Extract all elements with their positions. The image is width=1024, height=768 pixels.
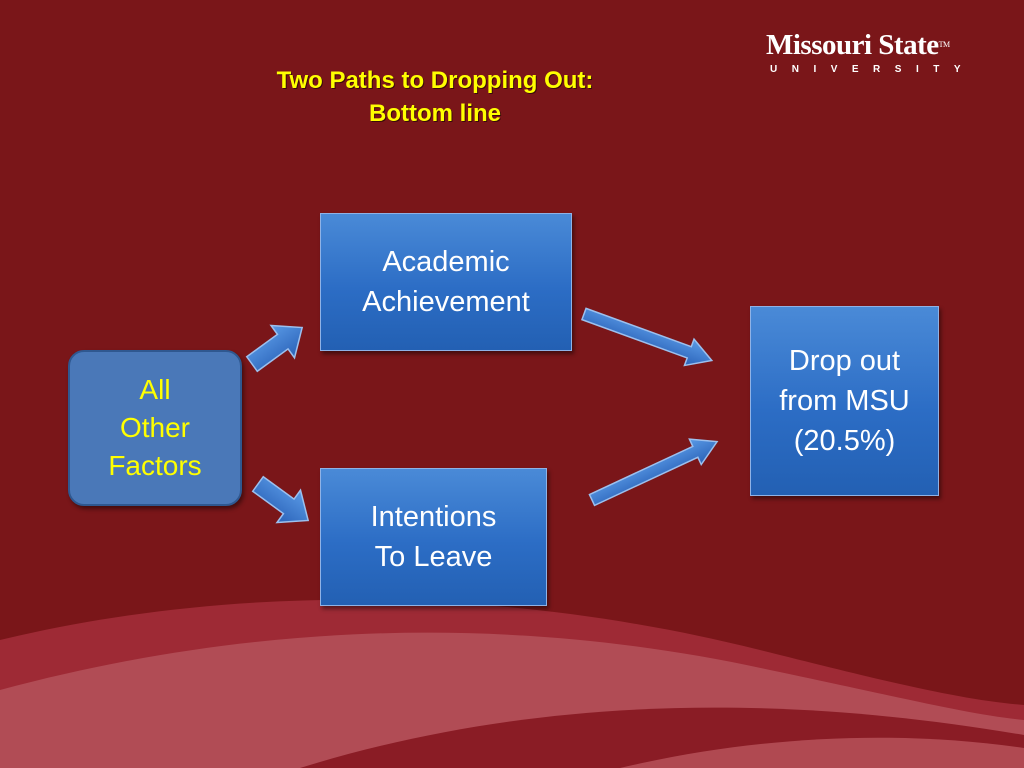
slide-title: Two Paths to Dropping Out: Bottom line	[180, 64, 690, 130]
logo-subtitle: UNIVERSITY	[770, 64, 976, 75]
logo-name: Missouri State	[766, 29, 939, 61]
logo-trademark: TM	[938, 40, 951, 49]
title-line-2: Bottom line	[369, 100, 501, 127]
university-logo: Missouri StateTM UNIVERSITY	[766, 30, 986, 75]
node-drop-out: Drop out from MSU (20.5%)	[750, 306, 939, 496]
node-drop-out-label: Drop out from MSU (20.5%)	[779, 345, 910, 457]
node-intentions-to-leave-label: Intentions To Leave	[370, 501, 497, 573]
title-line-1: Two Paths to Dropping Out:	[276, 67, 594, 94]
node-intentions-to-leave: Intentions To Leave	[320, 468, 547, 606]
node-all-other-factors: All Other Factors	[68, 350, 242, 506]
node-academic-achievement: Academic Achievement	[320, 213, 572, 351]
node-all-other-factors-label: All Other Factors	[108, 374, 202, 481]
node-academic-achievement-label: Academic Achievement	[362, 246, 530, 318]
